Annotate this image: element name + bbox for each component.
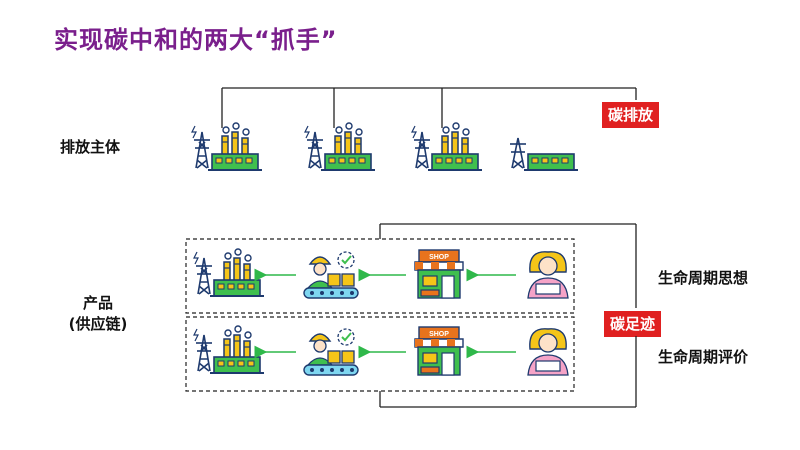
emission-factory-icon-2 bbox=[304, 122, 376, 171]
row2-consumer-icon bbox=[527, 328, 569, 376]
lifecycle-assessment-label: 生命周期评价 bbox=[658, 348, 749, 366]
row2-shop-sign: SHOP bbox=[429, 331, 449, 338]
product-label-line2: (供应链) bbox=[68, 315, 128, 333]
carbon-emission-tag: 碳排放 bbox=[602, 102, 660, 128]
emission-factory-icon-4 bbox=[509, 137, 579, 171]
emission-bracket bbox=[221, 87, 637, 128]
page-title: 实现碳中和的两大“抓手” bbox=[54, 26, 338, 54]
row2-worker-icon bbox=[303, 328, 359, 376]
lifecycle-thinking-label: 生命周期思想 bbox=[658, 269, 749, 287]
product-label-line1: 产品 bbox=[82, 294, 113, 312]
row1-shop-sign: SHOP bbox=[429, 254, 449, 261]
row1-factory-icon bbox=[193, 248, 265, 297]
product-label: 产品 (供应链) bbox=[58, 292, 138, 334]
emission-subject-label: 排放主体 bbox=[60, 138, 121, 156]
row1-consumer-icon bbox=[527, 251, 569, 299]
row2-factory-icon bbox=[193, 325, 265, 374]
emission-factory-icon-1 bbox=[191, 122, 263, 171]
carbon-footprint-tag: 碳足迹 bbox=[604, 311, 662, 337]
row1-worker-icon bbox=[303, 251, 359, 299]
emission-factory-icon-3 bbox=[411, 122, 483, 171]
footprint-bracket bbox=[379, 223, 637, 408]
